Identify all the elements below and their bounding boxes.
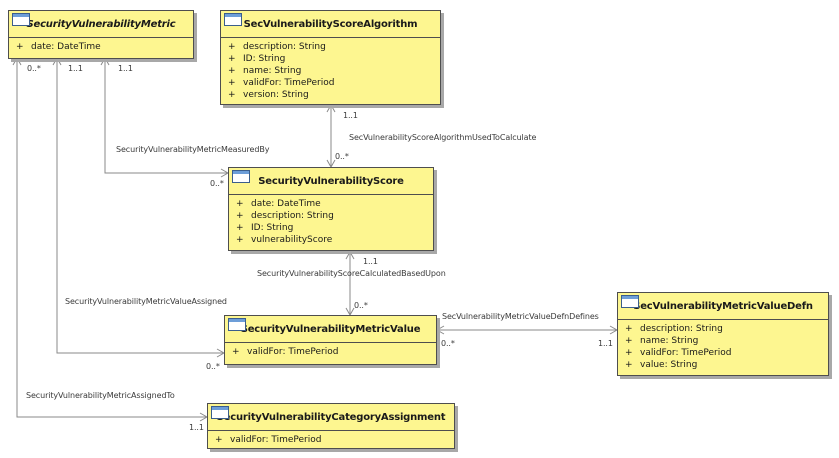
class-header: SecurityVulnerabilityMetricValue — [225, 316, 436, 343]
attribute-row: +validFor: TimePeriod — [232, 347, 339, 357]
class-name: SecurityVulnerabilityCategoryAssignment — [216, 411, 446, 423]
algorithm-used-arrow-source — [326, 103, 336, 113]
attribute-row: +description: String — [236, 211, 334, 221]
attribute-row: +validFor: TimePeriod — [625, 348, 732, 358]
class-security-vulnerability-metric[interactable]: SecurityVulnerabilityMetric +date: DateT… — [8, 10, 194, 59]
measured-by-target-multiplicity: 0..* — [210, 179, 224, 188]
class-icon — [621, 295, 639, 308]
value-assigned-line — [56, 58, 224, 354]
attribute-list: +date: DateTime — [9, 38, 193, 56]
calculated-arrow-target — [345, 307, 355, 317]
attribute-row: +version: String — [228, 90, 309, 100]
measured-by-label: SecurityVulnerabilityMetricMeasuredBy — [116, 145, 270, 154]
measured-by-line — [104, 58, 228, 174]
class-sec-vulnerability-score-algorithm[interactable]: SecVulnerabilityScoreAlgorithm +descript… — [220, 10, 441, 105]
attribute-list: +date: DateTime +description: String +ID… — [229, 195, 433, 249]
value-assigned-target-multiplicity: 0..* — [206, 362, 220, 371]
algorithm-used-label: SecVulnerabilityScoreAlgorithmUsedToCalc… — [349, 133, 537, 142]
attribute-list: +validFor: TimePeriod — [225, 343, 436, 361]
measured-by-arrow-source — [100, 56, 110, 66]
assigned-to-line — [16, 58, 207, 418]
class-name: SecurityVulnerabilityMetricValue — [240, 323, 421, 335]
class-icon — [224, 13, 242, 26]
class-header: SecurityVulnerabilityMetric — [9, 11, 193, 38]
assigned-to-arrow-source — [12, 56, 22, 66]
attribute-row: +date: DateTime — [16, 42, 101, 52]
calculated-based-upon-label: SecurityVulnerabilityScoreCalculatedBase… — [257, 269, 446, 278]
calculated-target-multiplicity: 0..* — [354, 301, 368, 310]
assigned-to-label: SecurityVulnerabilityMetricAssignedTo — [26, 391, 175, 400]
class-header: SecurityVulnerabilityCategoryAssignment — [208, 404, 454, 431]
class-icon — [211, 406, 229, 419]
value-defn-target-multiplicity: 0..* — [441, 339, 455, 348]
value-defn-arrow-source — [609, 325, 619, 335]
class-name: SecurityVulnerabilityScore — [258, 175, 404, 187]
attribute-list: +description: String +ID: String +name: … — [221, 38, 440, 104]
assigned-to-source-multiplicity: 0..* — [27, 64, 41, 73]
algorithm-used-source-multiplicity: 1..1 — [343, 111, 358, 120]
attribute-row: +ID: String — [236, 223, 294, 233]
attribute-row: +description: String — [228, 42, 326, 52]
attribute-row: +value: String — [625, 360, 698, 370]
calculated-source-multiplicity: 1..1 — [363, 257, 378, 266]
attribute-row: +validFor: TimePeriod — [215, 435, 322, 445]
measured-by-arrow-target — [220, 168, 230, 178]
attribute-row: +date: DateTime — [236, 199, 321, 209]
attribute-row: +vulnerabilityScore — [236, 235, 333, 245]
value-assigned-arrow-source — [52, 56, 62, 66]
class-security-vulnerability-metric-value[interactable]: SecurityVulnerabilityMetricValue +validF… — [224, 315, 437, 365]
value-defn-defines-label: SecVulnerabilityMetricValueDefnDefines — [442, 312, 599, 321]
value-assigned-source-multiplicity: 1..1 — [68, 64, 83, 73]
class-name: SecurityVulnerabilityMetric — [26, 18, 176, 30]
algorithm-used-target-multiplicity: 0..* — [335, 152, 349, 161]
value-defn-source-multiplicity: 1..1 — [598, 339, 613, 348]
class-header: SecVulnerabilityMetricValueDefn — [618, 293, 828, 320]
class-name: SecVulnerabilityScoreAlgorithm — [243, 18, 418, 30]
class-security-vulnerability-score[interactable]: SecurityVulnerabilityScore +date: DateTi… — [228, 167, 434, 251]
assigned-to-arrow-target — [199, 412, 209, 422]
class-name: SecVulnerabilityMetricValueDefn — [633, 300, 813, 312]
value-assigned-arrow-target — [216, 348, 226, 358]
class-sec-vulnerability-metric-value-defn[interactable]: SecVulnerabilityMetricValueDefn +descrip… — [617, 292, 829, 376]
class-header: SecVulnerabilityScoreAlgorithm — [221, 11, 440, 38]
measured-by-source-multiplicity: 1..1 — [118, 64, 133, 73]
attribute-row: +validFor: TimePeriod — [228, 78, 335, 88]
attribute-list: +description: String +name: String +vali… — [618, 320, 828, 374]
class-header: SecurityVulnerabilityScore — [229, 168, 433, 195]
attribute-list: +validFor: TimePeriod — [208, 431, 454, 449]
attribute-row: +name: String — [625, 336, 699, 346]
class-icon — [12, 13, 30, 26]
calculated-arrow-source — [345, 250, 355, 260]
value-defn-arrow-target — [435, 325, 445, 335]
attribute-row: +description: String — [625, 324, 723, 334]
assigned-to-target-multiplicity: 1..1 — [189, 423, 204, 432]
class-icon — [228, 318, 246, 331]
value-assigned-label: SecurityVulnerabilityMetricValueAssigned — [65, 297, 227, 306]
algorithm-used-arrow-target — [326, 159, 336, 169]
attribute-row: +ID: String — [228, 54, 286, 64]
class-icon — [232, 170, 250, 183]
attribute-row: +name: String — [228, 66, 302, 76]
class-security-vulnerability-category-assignment[interactable]: SecurityVulnerabilityCategoryAssignment … — [207, 403, 455, 449]
